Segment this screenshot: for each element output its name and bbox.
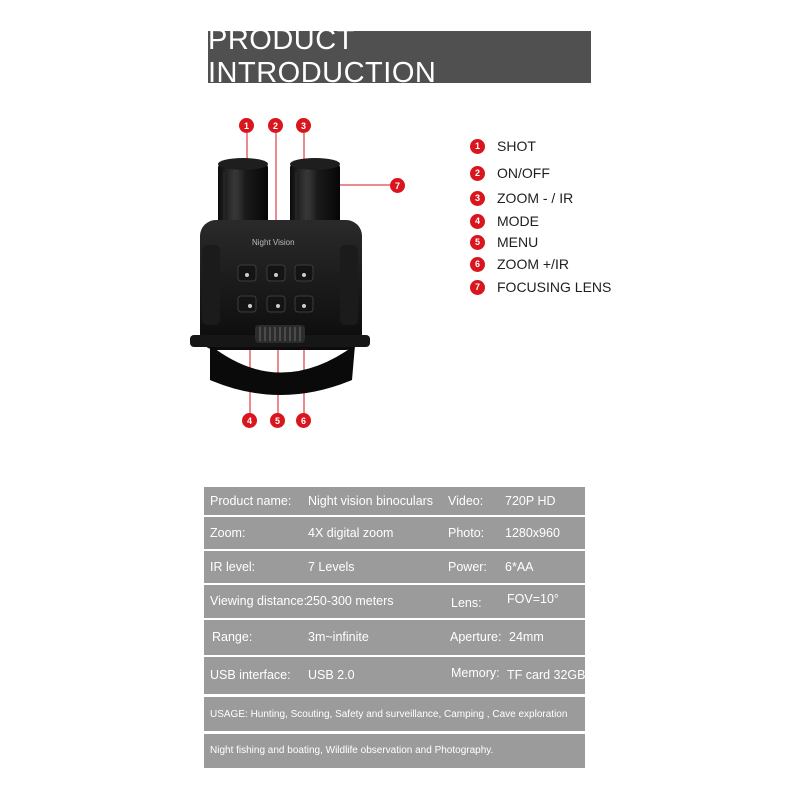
spec-label: Photo: <box>448 526 485 540</box>
legend-number: 5 <box>470 234 485 250</box>
usage-row: USAGE: Hunting, Scouting, Safety and sur… <box>204 697 585 731</box>
legend-label: SHOT <box>497 138 536 154</box>
spec-label: Zoom: <box>210 526 246 540</box>
legend-item: 1 SHOT <box>470 137 536 155</box>
legend-number: 2 <box>470 165 485 181</box>
spec-row: IR level: 7 Levels Power: 6*AA <box>204 551 585 583</box>
page-title: PRODUCT INTRODUCTION <box>208 24 591 89</box>
spec-label: IR level: <box>210 560 256 574</box>
callout-4: 4 <box>242 413 257 428</box>
spec-row: USB interface: USB 2.0 Memory: TF card 3… <box>204 657 586 694</box>
spec-value: Night vision binoculars <box>308 494 434 508</box>
legend-number: 7 <box>470 279 485 295</box>
legend-number: 4 <box>470 213 485 229</box>
spec-value: 6*AA <box>505 560 534 574</box>
spec-label: Range: <box>212 630 253 644</box>
legend-item: 3 ZOOM - / IR <box>470 189 573 207</box>
spec-value: 250-300 meters <box>306 594 394 608</box>
spec-value: 4X digital zoom <box>308 526 394 540</box>
legend-number: 6 <box>470 256 485 272</box>
spec-label: USB interface: <box>210 668 291 682</box>
spec-row: Viewing distance: 250-300 meters Lens: F… <box>204 585 585 618</box>
legend-label: MODE <box>497 213 539 229</box>
callout-3: 3 <box>296 118 311 133</box>
spec-value: 24mm <box>509 630 544 644</box>
spec-row: Range: 3m~infinite Aperture: 24mm <box>204 620 585 655</box>
spec-label: Memory: <box>451 666 500 680</box>
callout-1: 1 <box>239 118 254 133</box>
binoculars-image: Night Vision 1 2 3 7 4 5 6 <box>180 110 440 440</box>
spec-value: FOV=10° <box>507 592 559 606</box>
legend-item: 7 FOCUSING LENS <box>470 278 611 296</box>
device-label: Night Vision <box>252 238 295 247</box>
legend-label: MENU <box>497 234 539 250</box>
callout-2: 2 <box>268 118 283 133</box>
spec-value: 3m~infinite <box>308 630 369 644</box>
callout-7: 7 <box>390 178 405 193</box>
spec-row: Product name: Night vision binoculars Vi… <box>204 487 585 515</box>
legend-label: ON/OFF <box>497 165 550 181</box>
spec-label: Lens: <box>451 596 482 610</box>
legend-number: 3 <box>470 190 485 206</box>
spec-value: 7 Levels <box>308 560 355 574</box>
legend-item: 6 ZOOM +/IR <box>470 255 569 273</box>
usage-row: Night fishing and boating, Wildlife obse… <box>204 734 585 768</box>
legend-item: 2 ON/OFF <box>470 164 550 182</box>
legend-item: 5 MENU <box>470 233 538 251</box>
spec-value: USB 2.0 <box>308 668 355 682</box>
spec-value: TF card 32GB <box>507 668 586 682</box>
callout-5: 5 <box>270 413 285 428</box>
spec-label: Viewing distance: <box>210 594 308 608</box>
callout-6: 6 <box>296 413 311 428</box>
legend-number: 1 <box>470 138 485 154</box>
spec-label: Aperture: <box>450 630 502 644</box>
spec-value: 720P HD <box>505 494 556 508</box>
legend-label: FOCUSING LENS <box>497 279 612 295</box>
spec-row: Zoom: 4X digital zoom Photo: 1280x960 <box>204 517 585 549</box>
spec-value: 1280x960 <box>505 526 560 540</box>
spec-label: Video: <box>448 494 484 508</box>
legend-label: ZOOM +/IR <box>497 256 569 272</box>
usage-text: USAGE: Hunting, Scouting, Safety and sur… <box>210 709 568 720</box>
legend-label: ZOOM - / IR <box>497 190 574 206</box>
spec-label: Product name: <box>210 494 292 508</box>
spec-label: Power: <box>448 560 487 574</box>
usage-text: Night fishing and boating, Wildlife obse… <box>210 745 494 756</box>
legend-item: 4 MODE <box>470 212 539 230</box>
